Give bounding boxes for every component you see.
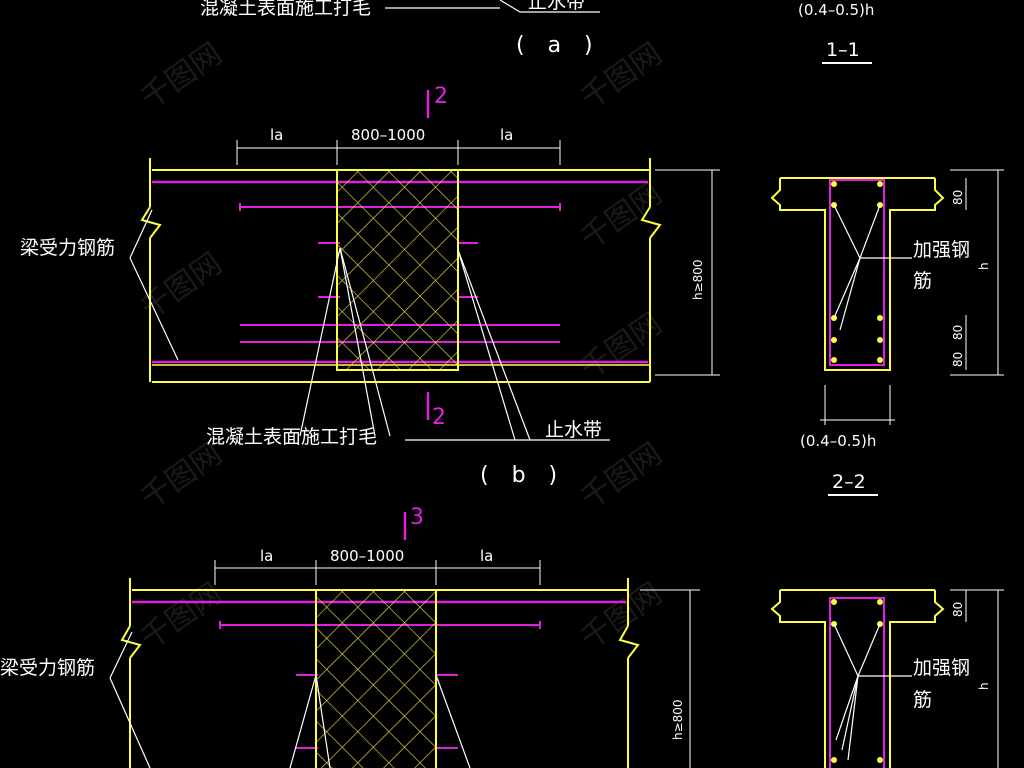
rebar-label: 梁受力钢筋 <box>20 237 115 259</box>
section-2-2: 加强钢 筋 h 80 80 80 (0.4–0.5)h 2–2 <box>770 169 1004 496</box>
strengthen-label-a: 加强钢 <box>913 239 970 261</box>
dim-mid-c: 800–1000 <box>330 547 404 565</box>
section-3-3-partial: 加强钢 筋 h 80 <box>770 589 1004 768</box>
stirrup <box>829 179 885 366</box>
caption-b: ( b ) <box>480 463 565 488</box>
section-1-title: 1–1 <box>826 39 860 61</box>
dim-80-top: 80 <box>951 190 965 205</box>
dim-la-left-c: la <box>260 547 273 565</box>
construction-joint-zone-c <box>315 589 437 768</box>
strengthen-label-b: 筋 <box>913 270 932 292</box>
detail-a-partial: 混凝土表面施工打毛 止水带 ( a ) (0.4–0.5)h 1–1 <box>200 0 874 64</box>
dim-la-left: la <box>270 126 283 144</box>
section-mark-2-bottom: 2 <box>432 405 446 430</box>
caption-a: ( a ) <box>516 33 601 58</box>
watermark: 千图网 <box>575 306 669 386</box>
construction-joint-zone <box>336 169 459 371</box>
dim-la-right-c: la <box>480 547 493 565</box>
watermark: 千图网 <box>575 576 669 656</box>
dim-h-small: h <box>977 262 991 270</box>
strengthen-label-c-a: 加强钢 <box>913 657 970 679</box>
surface-label-a: 混凝土表面施工打毛 <box>200 0 371 19</box>
dim-h-small-c: h <box>977 682 991 690</box>
dim-la-right: la <box>500 126 513 144</box>
dim-h-c: h≥800 <box>671 699 685 740</box>
surface-label-b: 混凝土表面施工打毛 <box>206 426 377 448</box>
waterstop-label-b: 止水带 <box>545 419 602 441</box>
watermark: 千图网 <box>135 576 229 656</box>
watermark: 千图网 <box>135 36 229 116</box>
dim-80-c: 80 <box>951 602 965 617</box>
section-2-dim: (0.4–0.5)h <box>800 432 876 450</box>
waterstop-label-a: 止水带 <box>528 0 585 13</box>
detail-b: 2 2 la 800–1000 la <box>20 84 720 488</box>
dim-80-bottom: 80 <box>951 352 965 367</box>
watermark: 千图网 <box>575 436 669 516</box>
watermark: 千图网 <box>575 176 669 256</box>
dim-mid: 800–1000 <box>351 126 425 144</box>
rebar-dots <box>831 181 883 363</box>
strengthen-label-c-b: 筋 <box>913 689 932 711</box>
watermark: 千图网 <box>135 436 229 516</box>
rebar-label-c: 梁受力钢筋 <box>0 657 95 679</box>
detail-c-partial: 3 la 800–1000 la h≥800 梁受力钢筋 <box>0 505 700 768</box>
dim-80-mid: 80 <box>951 325 965 340</box>
watermark: 千图网 <box>135 246 229 326</box>
section-mark-2-top: 2 <box>434 84 448 109</box>
section-1-dim: (0.4–0.5)h <box>798 1 874 19</box>
section-mark-3: 3 <box>410 505 424 530</box>
section-2-title: 2–2 <box>832 471 866 493</box>
dim-h: h≥800 <box>691 259 705 300</box>
